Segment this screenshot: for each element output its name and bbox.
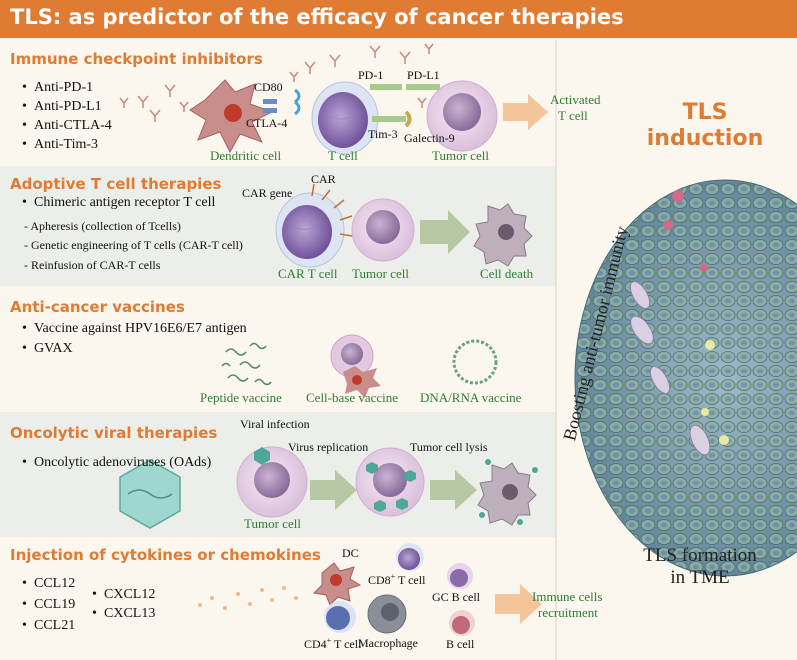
- vac-title: Anti-cancer vaccines: [10, 298, 185, 316]
- recruitment-label: recruitment: [538, 605, 598, 620]
- lysis-label: Tumor cell lysis: [410, 440, 488, 454]
- tls-induction: TLS induction: [640, 100, 770, 152]
- tls-formation-line1: TLS formation: [643, 545, 757, 566]
- act-sub: - Reinfusion of CAR-T cells: [24, 258, 161, 272]
- ovt-item: Oncolytic adenoviruses (OAds): [22, 455, 211, 471]
- cyto-ccl: CCL12: [22, 576, 75, 592]
- cyto-ccl: CCL19: [22, 597, 75, 613]
- cell-death-label: Cell death: [480, 266, 534, 281]
- tls-star-cells: [701, 340, 729, 445]
- ici-item: Anti-Tim-3: [22, 137, 98, 153]
- cd4-label: CD4+ T cell: [304, 636, 362, 651]
- vac-item: GVAX: [22, 341, 73, 357]
- act-sub: - Genetic engineering of T cells (CAR-T …: [24, 238, 243, 252]
- dendritic-cell-label: Dendritic cell: [210, 148, 282, 163]
- activated-label: Activated: [550, 92, 601, 107]
- cyto-cxcl: CXCL12: [92, 587, 155, 603]
- tls-induction-line1: TLS: [682, 100, 728, 125]
- ctla4-label: CTLA-4: [246, 116, 288, 130]
- replication-label: Virus replication: [288, 440, 369, 454]
- ici-title: Immune checkpoint inhibitors: [10, 50, 263, 68]
- cd80-label: CD80: [254, 80, 283, 94]
- pdl1-label: PD-L1: [407, 68, 440, 82]
- cellbase-label: Cell-base vaccine: [306, 390, 399, 405]
- galectin9-label: Galectin-9: [404, 131, 455, 145]
- cytokine-dots: [198, 586, 298, 610]
- tim3-label: Tim-3: [368, 127, 398, 141]
- macrophage-label: Macrophage: [358, 636, 418, 650]
- cyto-ccl: CCL21: [22, 618, 75, 634]
- dna-label: DNA/RNA vaccine: [420, 390, 522, 405]
- car-receptor-icons: [311, 183, 353, 237]
- peptide-label: Peptide vaccine: [200, 390, 282, 405]
- act-tumor-label: Tumor cell: [352, 266, 409, 281]
- pd1-label: PD-1: [358, 68, 384, 82]
- ici-item: Anti-PD-1: [22, 80, 93, 96]
- ovt-title: Oncolytic viral therapies: [10, 424, 218, 442]
- cyto-title: Injection of cytokines or chemokines: [10, 546, 321, 564]
- tls-cells: [629, 281, 711, 456]
- ovt-tumor-label: Tumor cell: [244, 516, 301, 531]
- act-title: Adoptive T cell therapies: [10, 175, 222, 193]
- car-gene-label: CAR gene: [242, 186, 293, 200]
- tls-induction-line2: induction: [646, 126, 764, 151]
- activated-t-cell-label: T cell: [558, 108, 588, 123]
- cd8-label: CD8+ T cell: [368, 572, 426, 587]
- dc-label: DC: [342, 546, 359, 560]
- t-cell-label: T cell: [328, 148, 358, 163]
- car-label: CAR: [311, 172, 336, 186]
- car-t-cell-label: CAR T cell: [278, 266, 338, 281]
- tumor-cell-label: Tumor cell: [432, 148, 489, 163]
- act-sub: - Apheresis (collection of Tcells): [24, 219, 181, 233]
- recruit-label: Immune cells: [532, 589, 603, 604]
- infection-label: Viral infection: [240, 417, 310, 431]
- ici-item: Anti-CTLA-4: [22, 118, 112, 134]
- ici-item: Anti-PD-L1: [22, 99, 102, 115]
- antibody-icons: [119, 43, 434, 122]
- virus-icons: [366, 462, 416, 512]
- cyto-cxcl: CXCL13: [92, 606, 155, 622]
- tls-red-cells: [663, 190, 708, 272]
- b-cell-label: B cell: [446, 637, 475, 651]
- header-banner: [0, 0, 797, 38]
- figure-title: TLS: as predictor of the efficacy of can…: [10, 5, 624, 29]
- tls-formation: TLS formation in TME: [620, 545, 780, 589]
- vac-item: Vaccine against HPV16E6/E7 antigen: [22, 321, 247, 337]
- gc-b-cell-label: GC B cell: [432, 590, 480, 604]
- tls-formation-line2: in TME: [670, 567, 730, 588]
- peptide-icon: [221, 342, 272, 386]
- act-item: Chimeric antigen receptor T cell: [22, 195, 215, 211]
